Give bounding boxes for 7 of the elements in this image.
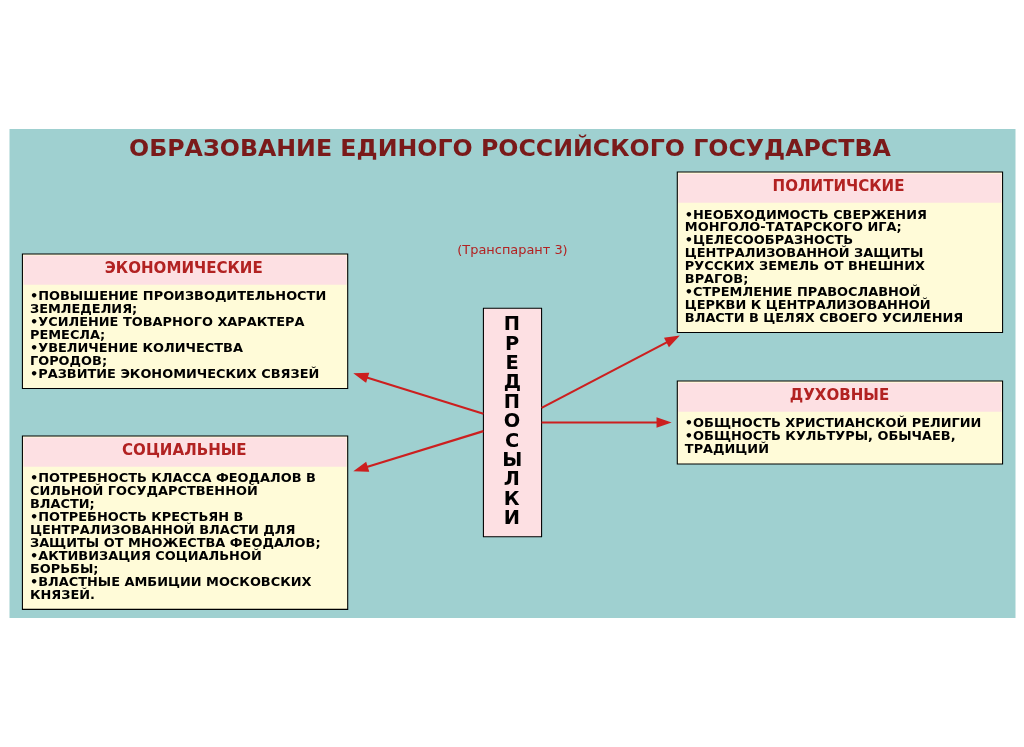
node-box: ПРЕДПОСЫЛКИ <box>482 307 542 538</box>
arrow <box>540 335 680 409</box>
arrow <box>352 372 484 415</box>
arrow <box>352 430 484 472</box>
label: (Транспарант 3) <box>456 241 568 257</box>
diagram-title: ОБРАЗОВАНИЕ ЕДИНОГО РОССИЙСКОГО ГОСУДАРСТВА <box>128 133 891 162</box>
arrow <box>541 417 672 428</box>
